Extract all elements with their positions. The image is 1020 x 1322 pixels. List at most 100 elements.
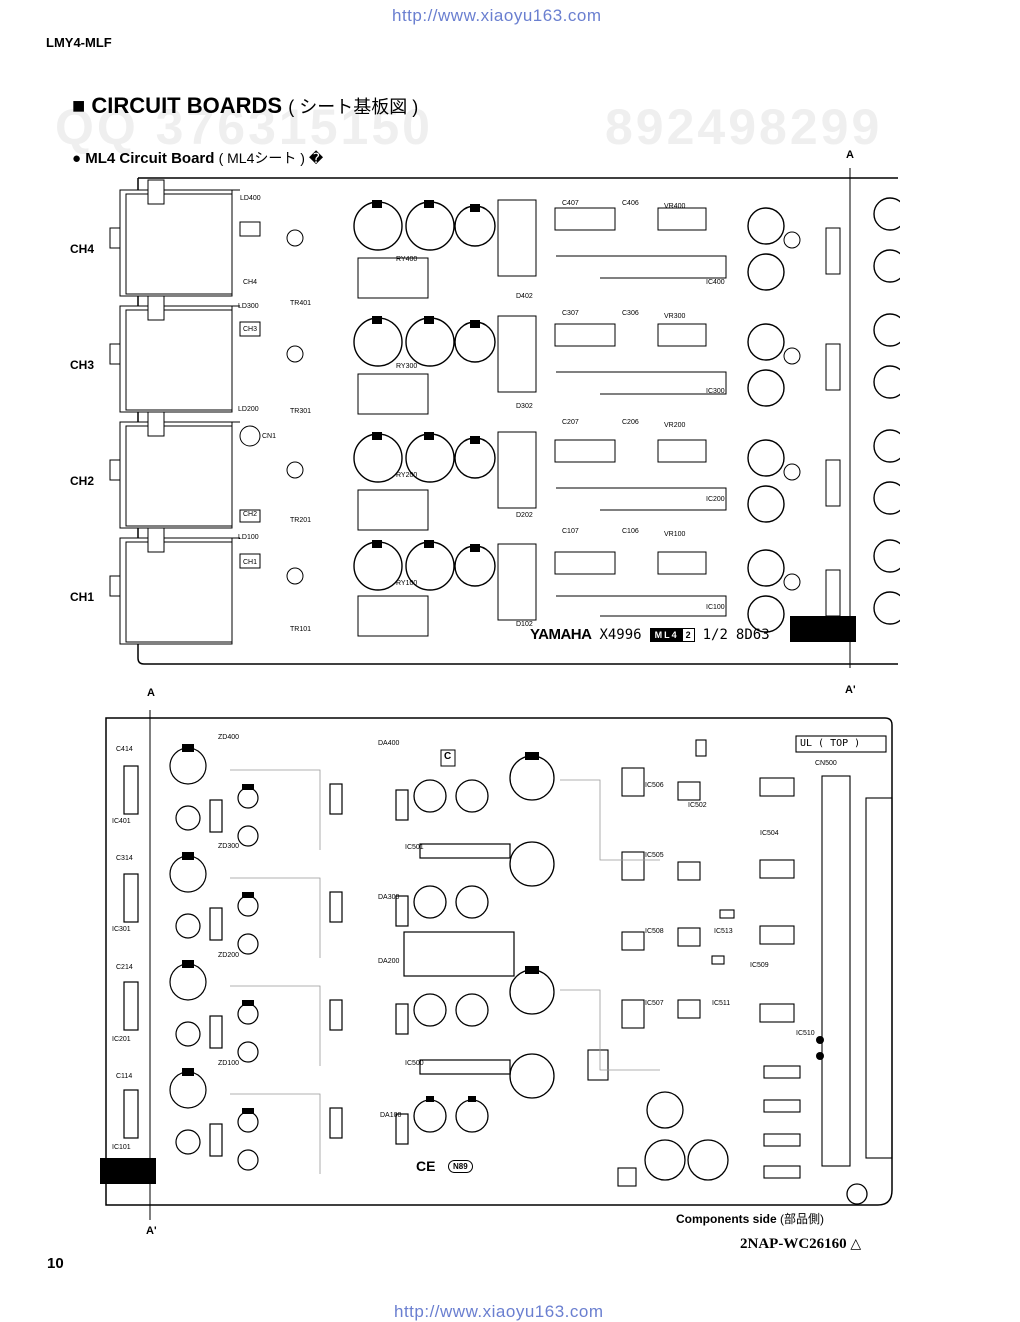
ic501-label: IC501	[405, 844, 424, 851]
sheet-number: 1/2	[702, 626, 728, 643]
ce-mark: CE	[416, 1158, 436, 1174]
ic505-label: IC505	[645, 852, 664, 859]
channel-row-ch2	[109, 411, 900, 531]
ic-label-ch3: IC300	[706, 388, 725, 395]
cn500-label: CN500	[815, 760, 837, 767]
ld-label-ch2: LD200	[238, 406, 259, 413]
ch-box-ch4: CH4	[243, 279, 258, 286]
da-label-row2: DA300	[378, 894, 400, 901]
page-number: 10	[47, 1255, 64, 1272]
top-circuit-board	[109, 168, 900, 668]
marker-a-top: A	[846, 149, 854, 161]
warning-triangle-icon: △	[850, 1237, 862, 1252]
channel-row-ch1	[109, 527, 900, 645]
tr-label-ch4: TR401	[290, 300, 312, 307]
components-side-caption: Components side (部品側)	[676, 1210, 824, 1227]
ld-label-ch3: LD300	[238, 303, 259, 310]
c-mark-label: C	[444, 751, 452, 762]
marker-a-prime-bottom: A'	[146, 1225, 157, 1237]
ic502-label: IC502	[688, 802, 707, 809]
zd-label-row1: ZD400	[218, 734, 240, 741]
zd-label-row3: ZD200	[218, 952, 240, 959]
section-title: ■ CIRCUIT BOARDS ( シート基板図 )	[72, 93, 418, 119]
channel-label-ch3: CH3	[70, 358, 95, 372]
c-b-label-ch4: C406	[622, 200, 639, 207]
ml4-tag-text: ML4	[650, 628, 683, 641]
ry-label-ch1: RY100	[396, 580, 418, 587]
ml4-tag-number: 2	[685, 629, 691, 640]
c-label-row2: C314	[116, 855, 133, 862]
ic-label-ch2: IC200	[706, 496, 725, 503]
c-label-row1: C414	[116, 746, 133, 753]
ic-label-row4: IC101	[112, 1144, 131, 1151]
ry-label-ch3: RY300	[396, 363, 418, 370]
cn1-label: CN1	[262, 433, 277, 440]
ch-box-ch1: CH1	[243, 559, 258, 566]
c-b-label-ch2: C206	[622, 419, 639, 426]
c-b-label-ch3: C306	[622, 310, 639, 317]
ic507-label: IC507	[645, 1000, 664, 1007]
c-a-label-ch3: C307	[562, 310, 579, 317]
ry-label-ch4: RY400	[396, 256, 418, 263]
d-label-ch1: D102	[516, 621, 533, 628]
da-label-row3: DA200	[378, 958, 400, 965]
vr-label-ch3: VR300	[664, 313, 686, 320]
tr-label-ch2: TR201	[290, 517, 312, 524]
zd-label-row2: ZD300	[218, 843, 240, 850]
vr-label-ch4: VR400	[664, 203, 686, 210]
d-label-ch2: D202	[516, 512, 533, 519]
model-label: LMY4-MLF	[46, 35, 112, 50]
channel-label-ch2: CH2	[70, 474, 95, 488]
url-bottom[interactable]: http://www.xiaoyu163.com	[394, 1302, 604, 1321]
c-label-row4: C114	[116, 1073, 133, 1080]
da-label-row4: DA100	[380, 1112, 402, 1119]
watermark-qq-number-2: 892498299	[605, 99, 883, 155]
tr-label-ch1: TR101	[290, 626, 312, 633]
channel-label-ch4: CH4	[70, 242, 95, 256]
board-subtitle-text: ML4 Circuit Board	[85, 150, 215, 167]
ry-label-ch2: RY200	[396, 472, 418, 479]
c-a-label-ch2: C207	[562, 419, 579, 426]
ml4-tag: ML4 2	[649, 627, 695, 642]
c-a-label-ch4: C407	[562, 200, 579, 207]
channel-label-ch1: CH1	[70, 590, 95, 604]
c-b-label-ch1: C106	[622, 528, 639, 535]
ld-label-ch4: LD400	[240, 195, 261, 202]
board-marking: YAMAHA X4996 ML4 2 1/2 8D63	[530, 626, 770, 643]
ic504-label: IC504	[760, 830, 779, 837]
channel-row-ch4	[109, 179, 900, 299]
doc-number-text: 2NAP-WC26160	[740, 1236, 847, 1252]
vr-label-ch2: VR200	[664, 422, 686, 429]
c-a-label-ch1: C107	[562, 528, 579, 535]
ic500-label: IC500	[405, 1060, 424, 1067]
vr-label-ch1: VR100	[664, 531, 686, 538]
n89-mark: N89	[448, 1160, 473, 1173]
bottom-circuit-board	[100, 710, 893, 1220]
caption-text: Components side	[676, 1212, 777, 1226]
da-label-row1: DA400	[378, 740, 400, 747]
ic513-label: IC513	[714, 928, 733, 935]
ic-label-row3: IC201	[112, 1036, 131, 1043]
channel-row-ch3	[109, 295, 900, 415]
tr-label-ch3: TR301	[290, 408, 312, 415]
url-top[interactable]: http://www.xiaoyu163.com	[392, 6, 602, 25]
caption-jp: (部品側)	[780, 1212, 825, 1226]
ic-label-ch4: IC400	[706, 279, 725, 286]
c-label-row3: C214	[116, 964, 133, 971]
section-title-jp: ( シート基板図 )	[288, 97, 419, 117]
board-code: 8D63	[735, 626, 770, 643]
watermark-qq-number: QQ 376315150	[55, 99, 433, 155]
ic506-label: IC506	[645, 782, 664, 789]
square-bullet-icon: ■	[72, 93, 92, 118]
ic511-label: IC511	[712, 1000, 731, 1007]
ld-label-ch1: LD100	[238, 534, 259, 541]
marker-a-prime-top: A'	[845, 684, 856, 696]
bullet-dot-icon: ●	[72, 150, 86, 167]
ic509-label: IC509	[750, 962, 769, 969]
board-subtitle: ● ML4 Circuit Board ( ML4シート ) �	[72, 148, 323, 168]
board-subtitle-jp: ( ML4シート ) �	[218, 150, 324, 166]
section-title-text: CIRCUIT BOARDS	[91, 93, 283, 118]
yamaha-logo: YAMAHA	[530, 626, 592, 643]
document-number: 2NAP-WC26160 △	[740, 1236, 861, 1253]
ic510-label: IC510	[796, 1030, 815, 1037]
